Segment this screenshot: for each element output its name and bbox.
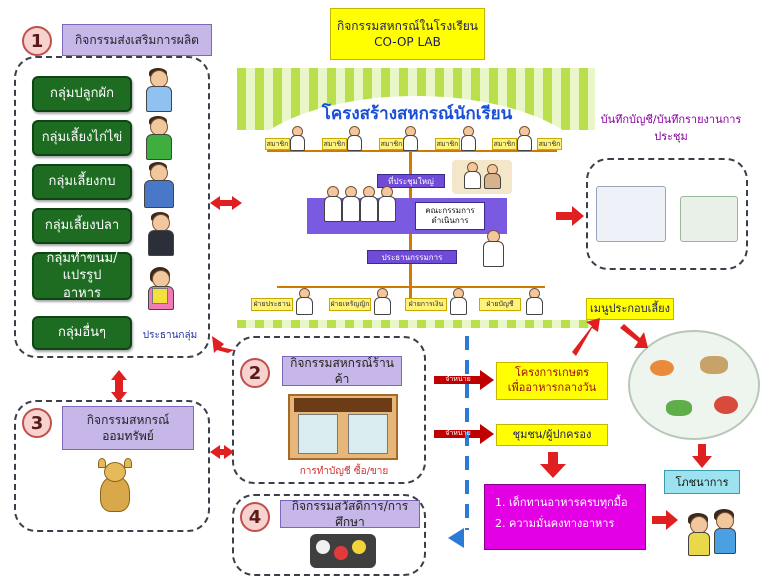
co-op-lab-title: กิจกรรมสหกรณ์ในโรงเรียน CO-OP LAB xyxy=(330,8,485,60)
arrow-shop-community xyxy=(434,424,494,444)
arrow-community-outcomes xyxy=(540,452,566,478)
double-arrow-s1-s3 xyxy=(111,370,127,402)
arrow-plate-nutrition xyxy=(692,444,712,468)
dept-label-1: ฝ่ายประธาน xyxy=(251,298,293,311)
lunch-project-label: โครงการเกษตรเพื่ออาหารกลางวัน xyxy=(496,362,608,400)
section-3-box xyxy=(14,400,210,532)
shop-caption: การทำบัญชี ซื้อ/ขาย xyxy=(299,466,389,477)
savings-mascot-image xyxy=(96,458,134,518)
arrow-menu-plate xyxy=(620,324,648,348)
member-label-5: สมาชิก xyxy=(492,138,517,150)
member-label-2: สมาชิก xyxy=(322,138,347,150)
member-label-1: สมาชิก xyxy=(265,138,290,150)
section-4-title: กิจกรรมสวัสดิการ/การศึกษา xyxy=(280,499,420,529)
section-2-title: กิจกรรมสหกรณ์ร้านค้า xyxy=(282,356,402,386)
shop-image xyxy=(288,394,398,460)
group-snacks: กลุ่มทำขนม/แปรรูปอาหาร xyxy=(32,251,132,301)
group-fish: กลุ่มเลี้ยงปลา xyxy=(32,208,132,244)
food-plate-image xyxy=(628,330,760,440)
menu-label: เมนูประกอบเลี้ยง xyxy=(586,298,674,320)
group-frog: กลุ่มเลี้ยงกบ xyxy=(32,164,132,200)
food-item-3 xyxy=(666,400,692,416)
org-chart-bottom-strip xyxy=(237,320,595,328)
banner-title: โครงสร้างสหกรณ์นักเรียน xyxy=(321,104,513,124)
teal-arrowhead xyxy=(448,528,464,548)
records-image-2 xyxy=(680,196,738,242)
sell-tag-2: จำหน่าย xyxy=(445,428,471,437)
member-label-6: สมาชิก xyxy=(537,138,562,150)
food-item-1 xyxy=(650,360,674,376)
community-label: ชุมชน/ผู้ปกครอง xyxy=(496,424,608,446)
meeting-records-box xyxy=(586,158,748,270)
meeting-scene-image xyxy=(452,160,512,194)
section-2-number: 2 xyxy=(240,358,270,388)
double-arrow-s3-s2 xyxy=(210,445,234,459)
food-item-4 xyxy=(714,396,738,414)
food-item-2 xyxy=(700,356,728,374)
section-4-number: 4 xyxy=(240,502,270,532)
chair-box: ประธานกรรมการ xyxy=(367,250,457,264)
group-others: กลุ่มอื่นๆ xyxy=(32,316,132,350)
double-arrow-s1-org xyxy=(210,196,242,210)
dept-label-4: ฝ่ายบัญชี xyxy=(479,298,521,311)
arrow-lunch-menu xyxy=(572,318,600,356)
arrow-shop-lunch xyxy=(434,370,494,390)
meeting-records-label: บันทึกบัญชี/บันทึกรายงานการประชุม xyxy=(600,113,742,143)
dept-label-2: ฝ่ายเหรัญญิก xyxy=(329,298,371,311)
board-label: คณะกรรมการดำเนินการ xyxy=(415,202,485,230)
section-1-title: กิจกรรมส่งเสริมการผลิต xyxy=(62,24,212,56)
section-3-title: กิจกรรมสหกรณ์ออมทรัพย์ xyxy=(62,406,194,450)
welfare-image xyxy=(310,534,376,568)
general-meeting-box: ที่ประชุมใหญ่ xyxy=(377,174,445,188)
outcome-1: 1. เด็กทานอาหารครบทุกมื้อ xyxy=(495,496,628,509)
section-1-number: 1 xyxy=(22,26,52,56)
org-chart: โครงสร้างสหกรณ์นักเรียน สมาชิก สมาชิก สม… xyxy=(237,68,595,330)
dept-connector xyxy=(277,286,545,288)
nutrition-label: โภชนาการ xyxy=(664,470,740,494)
arrow-outcomes-kids xyxy=(652,510,678,530)
section-4-box xyxy=(232,494,426,576)
section-2-box xyxy=(232,336,426,484)
outcomes-box: 1. เด็กทานอาหารครบทุกมื้อ 2. ความมั่นคงท… xyxy=(484,484,646,550)
dept-label-3: ฝ่ายการเงิน xyxy=(405,298,447,311)
group-leader-label: ประธานกลุ่ม xyxy=(142,330,198,341)
arrow-org-records xyxy=(556,206,584,226)
group-vegetables: กลุ่มปลูกผัก xyxy=(32,76,132,112)
group-chicken: กลุ่มเลี้ยงไก่ไข่ xyxy=(32,120,132,156)
arrow-s1-s2 xyxy=(212,336,234,353)
co-op-lab-title-line2: CO-OP LAB xyxy=(374,35,441,49)
outcome-2: 2. ความมั่นคงทางอาหาร xyxy=(495,516,615,530)
co-op-lab-title-line1: กิจกรรมสหกรณ์ในโรงเรียน xyxy=(336,18,479,33)
member-connector xyxy=(267,150,557,152)
section-1-box xyxy=(14,56,210,358)
records-image-1 xyxy=(596,186,666,242)
member-label-4: สมาชิก xyxy=(435,138,460,150)
sell-tag-1: จำหน่าย xyxy=(445,374,471,383)
